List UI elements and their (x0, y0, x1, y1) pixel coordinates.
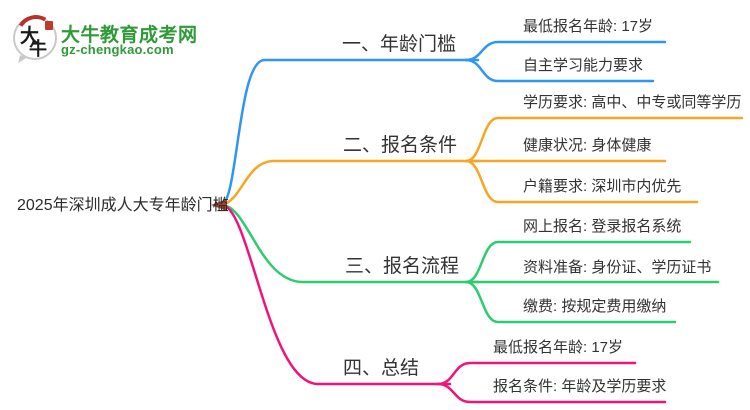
logo-seal-icon (45, 21, 53, 30)
leaf-2-1-connector (464, 116, 744, 163)
branch-1-trunk (220, 58, 480, 207)
branch-3-trunk (220, 203, 480, 284)
leaf-2-1-label[interactable]: 学历要求: 高中、中专或同等学历 (523, 94, 742, 111)
leaf-4-2-connector (436, 382, 667, 404)
leaf-4-2-label[interactable]: 报名条件: 年龄及学历要求 (493, 378, 667, 395)
branch-2-trunk (220, 159, 480, 207)
logo-bubble-tail (18, 55, 28, 65)
root-node[interactable]: 2025年深圳成人大专年龄门槛 (17, 197, 229, 214)
site-logo[interactable]: 大 牛 大牛教育成考网 gz-chengkao.com (11, 10, 243, 65)
leaf-2-3-label[interactable]: 户籍要求: 深圳市内优先 (523, 178, 682, 195)
branch-4-label[interactable]: 四、总结 (343, 358, 420, 379)
daniu-logo-icon: 大 牛 (11, 10, 61, 65)
branch-1-label[interactable]: 一、年龄门槛 (342, 34, 457, 55)
logo-title: 大牛教育成考网 (61, 25, 198, 46)
branch-4-trunk (220, 203, 452, 386)
logo-char-da: 大 (20, 25, 40, 47)
leaf-3-1-connector (464, 240, 692, 284)
root-arrow (211, 199, 227, 211)
leaf-1-2-label[interactable]: 自主学习能力要求 (523, 57, 644, 74)
leaf-4-1-connector (436, 361, 637, 386)
leaf-1-2-connector (464, 58, 655, 83)
leaf-1-1-label[interactable]: 最低报名年龄: 17岁 (523, 18, 654, 35)
branch-2-label[interactable]: 二、报名条件 (343, 135, 458, 156)
branch-3-label[interactable]: 三、报名流程 (345, 256, 460, 277)
leaf-2-3-connector (464, 159, 699, 204)
leaf-3-1-label[interactable]: 网上报名: 登录报名系统 (523, 218, 682, 235)
leaf-2-2-label[interactable]: 健康状况: 身体健康 (523, 137, 652, 154)
logo-subtitle: gz-chengkao.com (61, 42, 174, 57)
leaf-4-1-label[interactable]: 最低报名年龄: 17岁 (493, 339, 624, 356)
leaf-3-3-label[interactable]: 缴费: 按规定费用缴纳 (523, 298, 667, 315)
leaf-3-3-connector (464, 280, 677, 324)
logo-char-niu: 牛 (29, 39, 47, 60)
leaf-3-2-label[interactable]: 资料准备: 身份证、学历证书 (523, 259, 712, 276)
